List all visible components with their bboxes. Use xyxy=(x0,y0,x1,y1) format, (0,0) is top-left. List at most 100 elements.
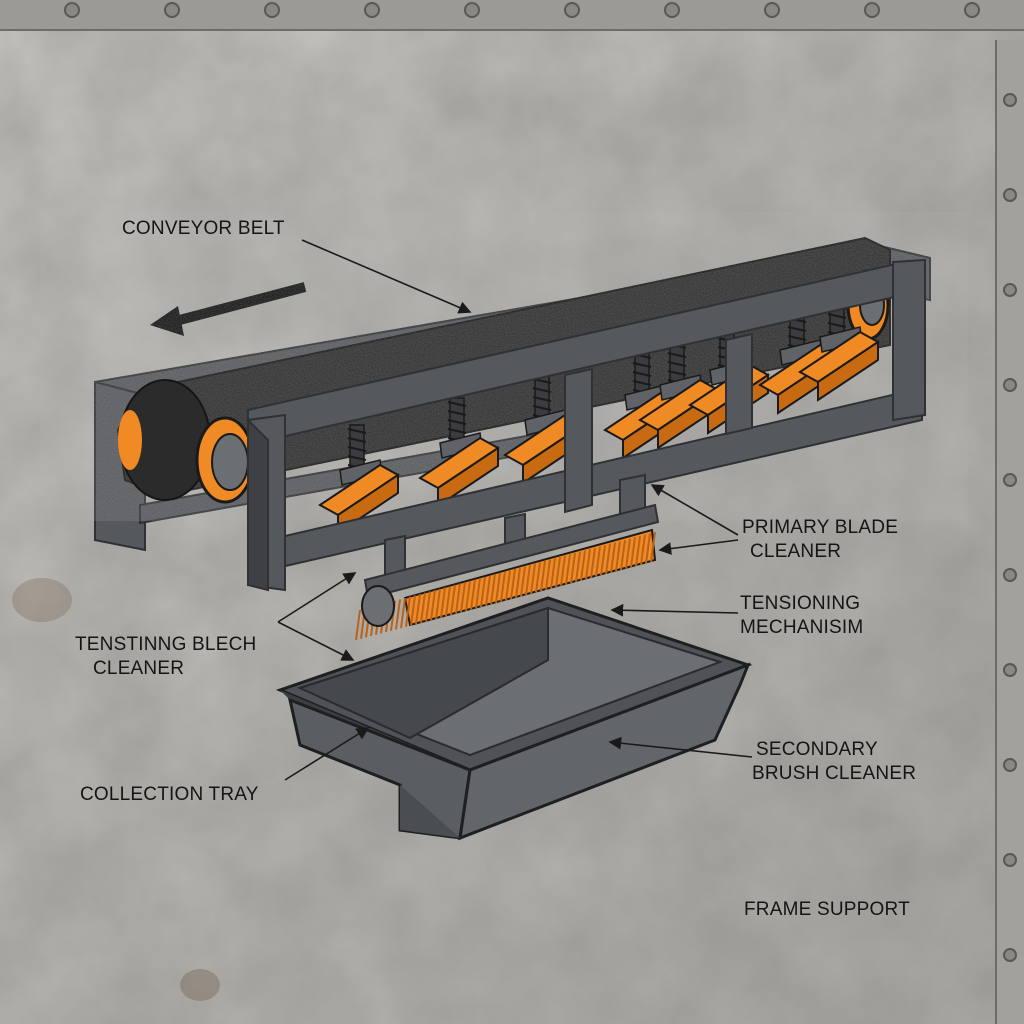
bristle xyxy=(640,534,646,565)
leader-collection-tray xyxy=(284,727,370,781)
rivet-icon xyxy=(964,2,980,18)
rivet-icon xyxy=(1003,948,1017,962)
rivet-icon xyxy=(664,2,680,18)
bristle xyxy=(465,580,471,612)
bristle xyxy=(530,563,536,594)
spring-coil xyxy=(632,380,652,386)
label-tensioning-mechanism: TENSIONING MECHANISIM xyxy=(740,592,863,640)
front-frame xyxy=(247,258,926,592)
bristle xyxy=(595,546,601,577)
spring-coil xyxy=(827,313,847,319)
bristle xyxy=(555,556,561,588)
rivet-icon xyxy=(364,2,380,18)
rivet-icon xyxy=(1003,188,1017,202)
label-tensioning-line-2: MECHANISIM xyxy=(740,617,864,638)
spring-coil xyxy=(787,335,807,341)
spring-coil xyxy=(632,362,652,368)
label-tensioning-line-1: TENSIONING xyxy=(740,593,861,614)
bristle xyxy=(450,584,456,616)
label-tensioning-blech-cleaner: TENSTINNG BLECH CLEANER xyxy=(75,633,256,681)
bristle xyxy=(505,570,511,601)
rivet-icon xyxy=(1003,283,1017,297)
bristle xyxy=(635,535,641,567)
spring-coil xyxy=(667,370,687,376)
bristle xyxy=(440,587,446,618)
bristle xyxy=(580,550,586,581)
bristle xyxy=(630,537,636,568)
bristle xyxy=(435,588,441,619)
bristle xyxy=(650,531,656,563)
label-collection-tray: COLLECTION TRAY xyxy=(80,783,259,807)
rivet-icon xyxy=(264,2,280,18)
bristle xyxy=(355,609,361,641)
label-tensioning-blech-line-2: CLEANER xyxy=(93,658,185,679)
bristle xyxy=(535,562,541,593)
bristle xyxy=(470,579,476,610)
rivet-icon xyxy=(1003,473,1017,487)
label-frame-support: FRAME SUPPORT xyxy=(744,898,910,922)
bristle xyxy=(615,541,621,572)
rivets xyxy=(64,2,1017,962)
label-primary-blade-cleaner: PRIMARY BLADE CLEANER xyxy=(742,516,898,564)
bristle xyxy=(620,539,626,571)
label-primary-blade-line-2: CLEANER xyxy=(750,541,842,562)
leader-secondary-brush xyxy=(608,736,753,758)
rivet-icon xyxy=(1003,93,1017,107)
bristle xyxy=(495,572,501,604)
bristle xyxy=(515,567,521,598)
label-conveyor-belt-line: CONVEYOR BELT xyxy=(122,218,285,239)
spring-coil xyxy=(787,326,807,332)
rivet-icon xyxy=(1003,568,1017,582)
bristle xyxy=(625,538,631,569)
secondary-brush-cleaner xyxy=(355,473,660,641)
label-tensioning-blech-line-1: TENSTINNG BLECH xyxy=(75,634,257,655)
rivet-icon xyxy=(1003,758,1017,772)
rivet-icon xyxy=(164,2,180,18)
primary-blade-cleaner xyxy=(318,291,880,535)
bristle xyxy=(400,597,406,629)
bristle xyxy=(445,586,451,617)
bristle xyxy=(570,553,576,584)
bristle xyxy=(455,583,461,614)
bristle xyxy=(430,590,436,621)
bristle xyxy=(545,559,551,590)
bristle xyxy=(565,554,571,585)
rivet-icon xyxy=(564,2,580,18)
rivet-icon xyxy=(864,2,880,18)
bristle xyxy=(605,543,611,575)
label-primary-blade-line-1: PRIMARY BLADE xyxy=(742,517,899,538)
spring-coil xyxy=(347,437,367,443)
spring-coil xyxy=(532,405,552,411)
bristle xyxy=(645,533,651,564)
bristle xyxy=(405,596,411,627)
bristle xyxy=(590,547,596,578)
rivet-icon xyxy=(764,2,780,18)
collection-tray xyxy=(275,596,753,841)
bristle xyxy=(575,551,581,582)
spring-coil xyxy=(347,446,367,452)
leader-conveyor-belt xyxy=(301,239,472,314)
bristle xyxy=(560,555,566,586)
bristle xyxy=(460,582,466,613)
leader-primary-blade-top xyxy=(650,484,739,536)
bristle xyxy=(425,591,431,622)
spring-coil xyxy=(667,352,687,358)
leader-tensioning-mechanism xyxy=(610,603,739,617)
rivet-icon xyxy=(1003,853,1017,867)
label-collection-tray-line: COLLECTION TRAY xyxy=(80,784,259,805)
bristle xyxy=(395,599,401,630)
rivet-icon xyxy=(464,2,480,18)
spring-coil xyxy=(667,361,687,367)
spring-coil xyxy=(447,401,467,407)
spring-coil xyxy=(347,428,367,434)
leader-tensioning-blech-top xyxy=(277,572,357,623)
bristle xyxy=(485,575,491,606)
leader-lines xyxy=(277,239,753,781)
rivet-icon xyxy=(64,2,80,18)
label-secondary-brush-line-1: SECONDARY xyxy=(756,739,878,760)
bristle xyxy=(600,545,606,576)
bristle xyxy=(410,595,416,626)
bristle xyxy=(510,568,516,600)
